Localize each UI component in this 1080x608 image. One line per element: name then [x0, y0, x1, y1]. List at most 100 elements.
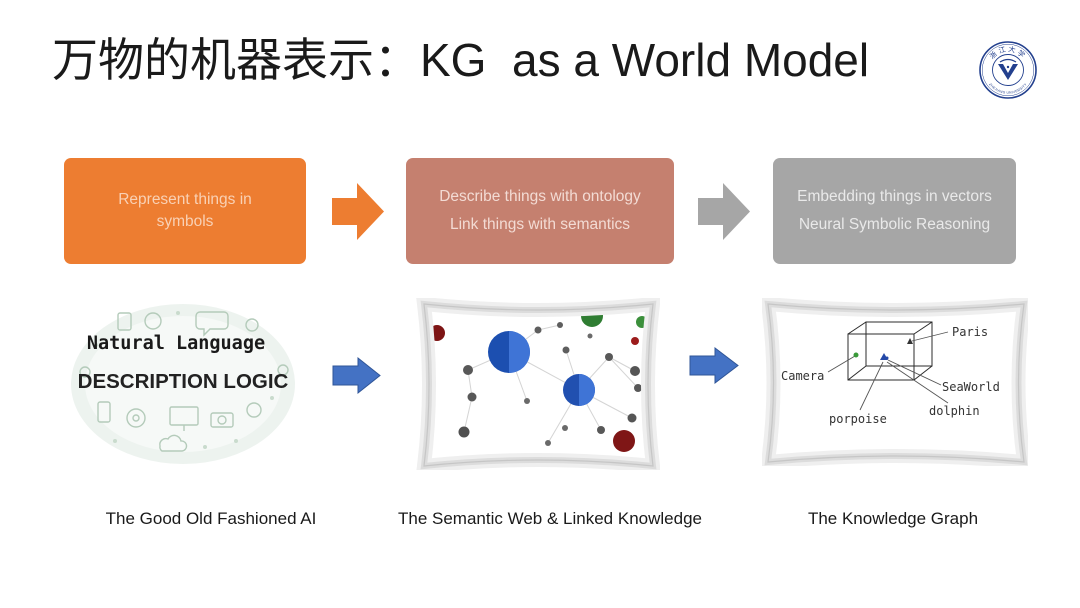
arrow-shape — [698, 183, 750, 240]
caption-gofai: The Good Old Fashioned AI — [105, 509, 317, 528]
stage-box-line: symbols — [156, 213, 214, 230]
description-logic-label: DESCRIPTION LOGIC — [78, 370, 289, 393]
caption-knowledge-graph: The Knowledge Graph — [807, 509, 979, 528]
linked-data-network-icon — [416, 298, 660, 470]
cube-edge — [847, 321, 867, 335]
graph-node — [458, 426, 470, 438]
graph-node — [613, 430, 635, 452]
caption-semantic-web: The Semantic Web & Linked Knowledge — [398, 509, 702, 528]
stage-box-line: Represent things in — [118, 191, 252, 208]
seaworld-point — [885, 356, 889, 360]
logo-inner-ring — [981, 43, 1035, 97]
clock-icon — [246, 402, 262, 418]
graph-edge — [608, 356, 639, 389]
cube-back-face — [865, 321, 933, 367]
cube-edge — [913, 365, 933, 381]
label-porpoise: porpoise — [829, 412, 887, 426]
graph-node — [562, 425, 568, 431]
label-seaworld: SeaWorld — [942, 380, 1000, 394]
logo-emblem — [998, 64, 1018, 80]
document-icon — [117, 312, 132, 331]
word-cloud-backdrop-inner — [85, 316, 281, 452]
graph-node — [597, 426, 605, 434]
stage-box-line: Link things with semantics — [449, 216, 631, 233]
paris-point — [907, 338, 913, 344]
leader-line-paris — [911, 331, 949, 342]
vector-space-cube-icon: Paris Camera SeaWorld dolphin porpoise — [762, 298, 1028, 466]
speck — [113, 439, 117, 443]
graph-nodes — [429, 305, 648, 452]
graph-node-highlight — [509, 331, 530, 373]
graph-node — [634, 384, 642, 392]
speck — [270, 396, 274, 400]
arrow-shape — [332, 183, 384, 240]
stage-box-line: Describe things with ontology — [439, 188, 641, 205]
graph-edge — [463, 396, 473, 433]
stage-box-line: Embedding things in vectors — [797, 188, 992, 205]
cube-edge — [847, 365, 867, 381]
arrow-shape — [332, 356, 381, 395]
speck — [234, 439, 238, 443]
arrow-shape — [689, 346, 739, 385]
graph-node — [557, 322, 563, 328]
word-cloud-doodles — [79, 311, 289, 452]
graph-node — [631, 337, 639, 345]
graph-edge — [537, 324, 561, 331]
graph-node — [463, 365, 473, 375]
leader-line-dolphin — [886, 361, 949, 404]
graph-frame-line — [423, 303, 654, 467]
graph-node — [587, 333, 593, 339]
gear-icon — [126, 408, 146, 428]
dot-icon — [277, 364, 289, 376]
gear-hub-icon — [132, 414, 140, 422]
leader-line-porpoise — [859, 361, 884, 411]
stage-box-line: Neural Symbolic Reasoning — [798, 216, 991, 233]
camera-icon — [210, 412, 234, 428]
lightbulb-icon — [245, 318, 259, 332]
slide-title: 万物的机器表示：KG as a World Model — [52, 34, 870, 86]
camera-point — [853, 352, 859, 358]
graph-node — [605, 353, 613, 361]
blue-right-arrow-icon — [332, 356, 381, 395]
graph-canvas — [424, 304, 653, 466]
phone-icon — [97, 401, 111, 423]
natural-language-label: Natural Language — [87, 333, 265, 354]
graph-node — [627, 413, 637, 423]
leader-lines — [827, 331, 949, 411]
speck — [94, 343, 98, 347]
logo-emblem-arc — [999, 58, 1017, 63]
label-paris: Paris — [952, 325, 988, 339]
logo-emblem-dot — [1006, 65, 1010, 69]
zhejiang-university-logo-icon: 浙江大学 ZHEJIANG UNIVERSITY — [979, 41, 1037, 99]
chat-bubble-icon — [195, 311, 229, 337]
graph-node — [524, 398, 530, 404]
stage-box-symbols: Represent things in symbols — [64, 158, 306, 264]
embedding-frame-line — [767, 303, 1025, 463]
cube-front-face — [847, 333, 915, 381]
stage-box-ontology: Describe things with ontology Link thing… — [406, 158, 674, 264]
word-cloud-image: Natural Language DESCRIPTION LOGIC — [71, 304, 295, 464]
word-cloud-specks — [94, 311, 274, 449]
cube-wireframe — [847, 321, 933, 381]
leader-line-camera — [827, 355, 856, 373]
camera-lens-icon — [217, 415, 227, 425]
orange-right-arrow-icon — [332, 183, 384, 240]
cloud-icon — [159, 434, 188, 452]
speck — [176, 311, 180, 315]
stage-box-embedding: Embedding things in vectors Neural Symbo… — [773, 158, 1016, 264]
globe-icon — [144, 312, 162, 330]
graph-node — [467, 392, 477, 402]
label-camera: Camera — [781, 369, 824, 383]
cube-edge — [913, 321, 933, 335]
label-dolphin: dolphin — [929, 404, 980, 418]
leader-line-seaworld — [887, 359, 942, 386]
dot-icon — [79, 366, 91, 378]
speck — [203, 445, 207, 449]
graph-node-highlight — [579, 374, 595, 406]
blue-right-arrow-icon — [689, 346, 739, 385]
embedding-canvas — [768, 304, 1024, 462]
gray-right-arrow-icon — [698, 183, 750, 240]
graph-node — [562, 346, 570, 354]
graph-node — [534, 326, 542, 334]
